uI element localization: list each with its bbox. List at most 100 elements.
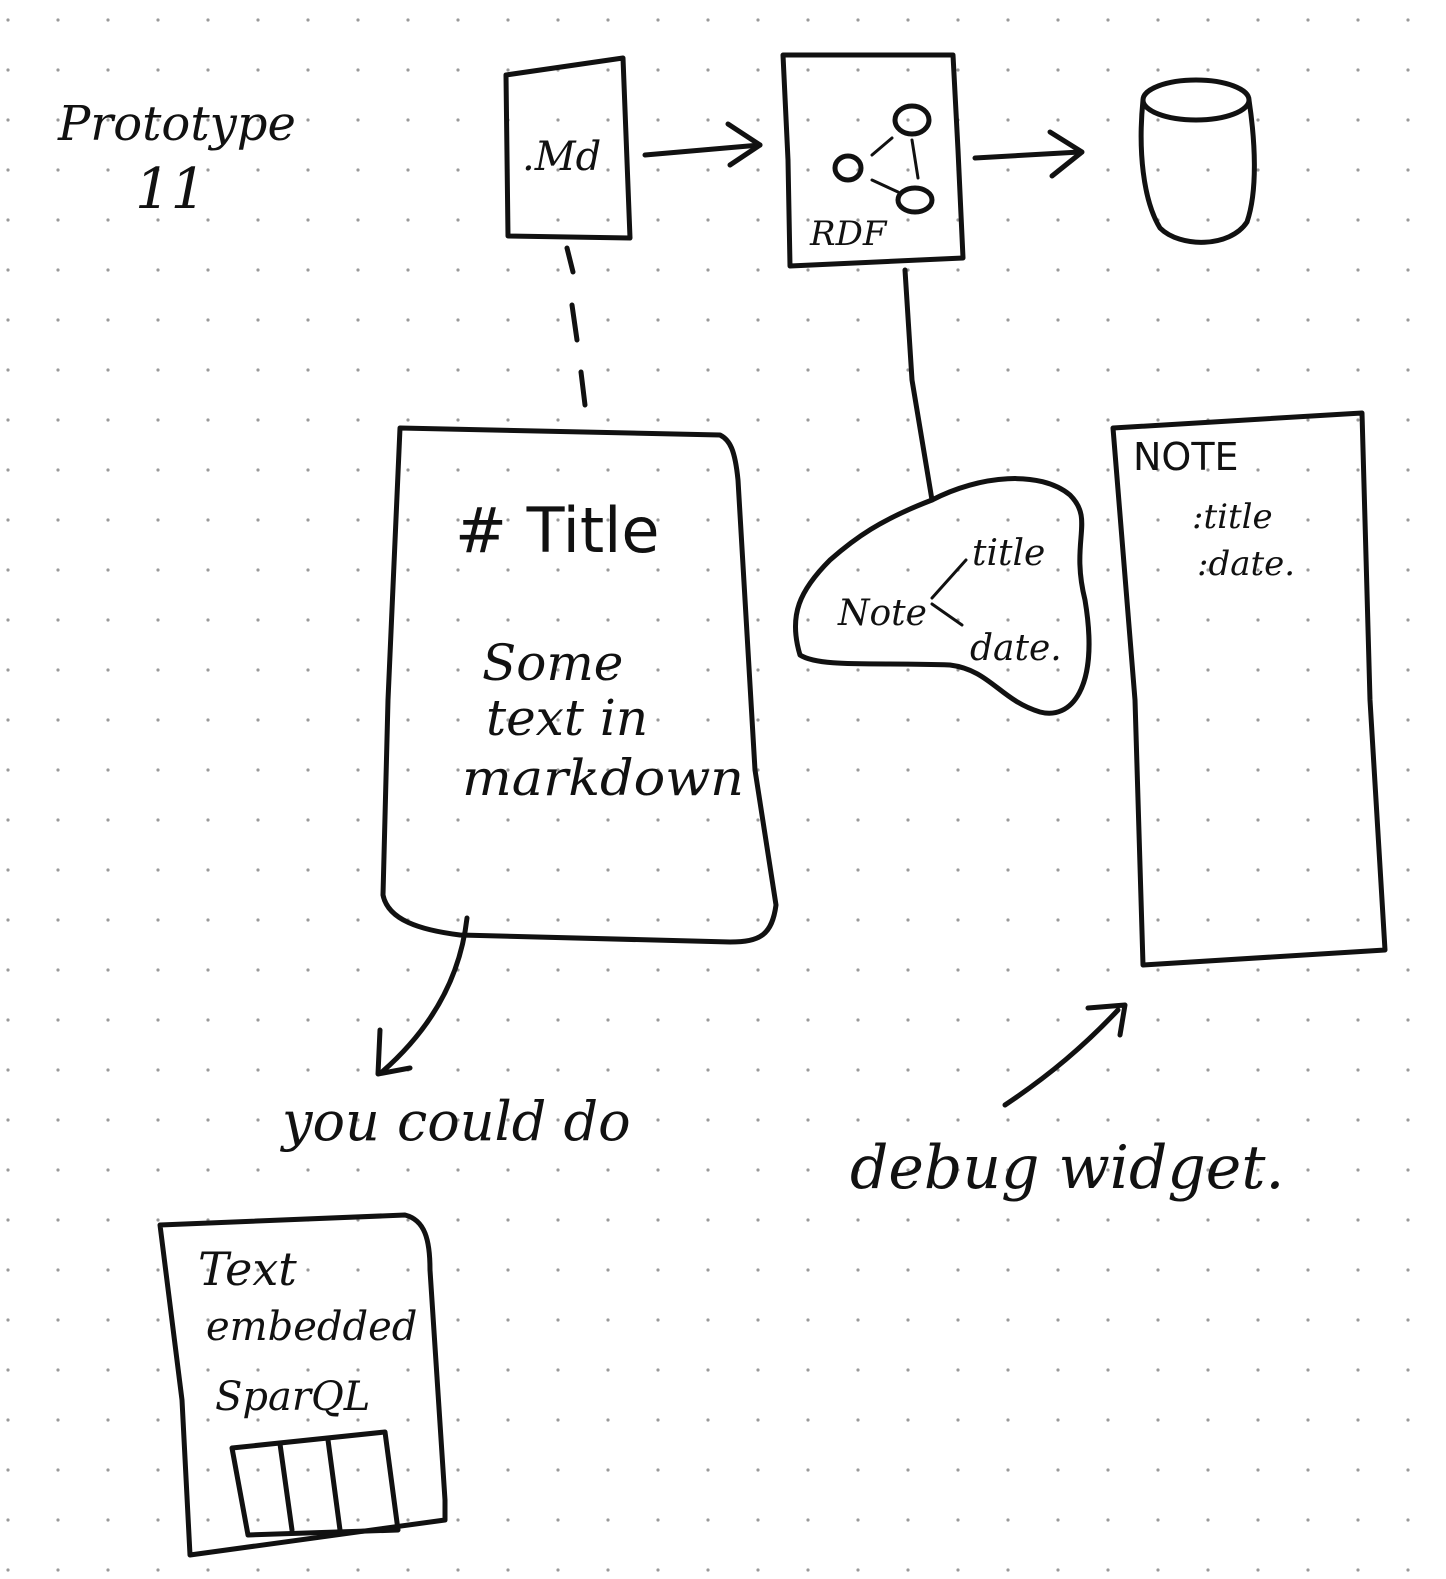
grid-dot xyxy=(56,618,60,622)
grid-dot xyxy=(256,668,260,672)
grid-dot xyxy=(1106,968,1110,972)
grid-dot xyxy=(6,768,10,772)
grid-dot xyxy=(556,218,560,222)
grid-dot xyxy=(256,968,260,972)
grid-dot xyxy=(706,718,710,722)
grid-dot xyxy=(906,468,910,472)
grid-dot xyxy=(856,818,860,822)
dashed-link-md-to-doc xyxy=(564,245,588,408)
grid-dot xyxy=(1006,1068,1010,1072)
grid-dot xyxy=(1006,1168,1010,1172)
grid-dot xyxy=(406,1418,410,1422)
grid-dot xyxy=(1006,18,1010,22)
grid-dot xyxy=(1156,1318,1160,1322)
grid-dot xyxy=(406,618,410,622)
grid-dot xyxy=(1256,768,1260,772)
grid-dot xyxy=(306,668,310,672)
grid-dot xyxy=(856,368,860,372)
grid-dot xyxy=(106,1468,110,1472)
grid-dot xyxy=(1356,18,1360,22)
grid-dot xyxy=(606,1368,610,1372)
grid-dot xyxy=(56,968,60,972)
grid-dot xyxy=(656,318,660,322)
grid-dot xyxy=(556,518,560,522)
grid-dot xyxy=(256,518,260,522)
grid-dot xyxy=(206,18,210,22)
grid-dot xyxy=(1206,768,1210,772)
grid-dot xyxy=(856,1418,860,1422)
grid-dot xyxy=(306,918,310,922)
grid-dot xyxy=(1306,468,1310,472)
grid-dot xyxy=(756,418,760,422)
grid-dot xyxy=(656,1168,660,1172)
grid-dot xyxy=(406,968,410,972)
grid-dot xyxy=(956,1468,960,1472)
grid-dot xyxy=(706,1268,710,1272)
grid-dot xyxy=(256,168,260,172)
grid-dot xyxy=(56,468,60,472)
arrow-rdf-to-database xyxy=(972,129,1085,179)
grid-dot xyxy=(906,168,910,172)
grid-dot xyxy=(706,368,710,372)
grid-dot xyxy=(606,1018,610,1022)
grid-dot xyxy=(906,668,910,672)
arrow-md-to-rdf xyxy=(642,121,763,168)
grid-dot xyxy=(1056,1318,1060,1322)
grid-dot xyxy=(556,1368,560,1372)
grid-dot xyxy=(806,1118,810,1122)
graph-icon xyxy=(832,103,935,215)
grid-dot xyxy=(806,1068,810,1072)
grid-dot xyxy=(906,718,910,722)
grid-dot xyxy=(406,1018,410,1022)
grid-dot xyxy=(656,1368,660,1372)
grid-dot xyxy=(206,568,210,572)
grid-dot xyxy=(206,168,210,172)
grid-dot xyxy=(406,1468,410,1472)
grid-dot xyxy=(1406,318,1410,322)
grid-dot xyxy=(656,1418,660,1422)
grid-dot xyxy=(406,1318,410,1322)
grid-dot xyxy=(856,118,860,122)
grid-dot xyxy=(1306,18,1310,22)
grid-dot xyxy=(106,18,110,22)
grid-dot xyxy=(656,468,660,472)
grid-dot xyxy=(1006,318,1010,322)
grid-dot xyxy=(1406,768,1410,772)
grid-dot xyxy=(206,218,210,222)
grid-dot xyxy=(1356,418,1360,422)
grid-dot xyxy=(1006,818,1010,822)
grid-dot xyxy=(1306,668,1310,672)
grid-dot xyxy=(56,1268,60,1272)
grid-dot xyxy=(306,218,310,222)
grid-dot xyxy=(1006,68,1010,72)
grid-dot xyxy=(256,568,260,572)
grid-dot xyxy=(1306,1018,1310,1022)
grid-dot xyxy=(106,1518,110,1522)
grid-dot xyxy=(1106,518,1110,522)
grid-dot xyxy=(106,1168,110,1172)
grid-dot xyxy=(256,268,260,272)
grid-dot xyxy=(506,18,510,22)
grid-dot xyxy=(106,318,110,322)
grid-dot xyxy=(56,918,60,922)
grid-dot xyxy=(456,668,460,672)
grid-dot xyxy=(1256,1118,1260,1122)
link-rdf-to-cloud xyxy=(902,267,935,503)
grid-dot xyxy=(506,1418,510,1422)
grid-dot xyxy=(606,1068,610,1072)
grid-dot xyxy=(556,918,560,922)
grid-dot xyxy=(906,1418,910,1422)
grid-dot xyxy=(206,1168,210,1172)
grid-dot xyxy=(556,1568,560,1572)
grid-dot xyxy=(1206,1168,1210,1172)
grid-dot xyxy=(756,568,760,572)
grid-dot xyxy=(806,368,810,372)
grid-dot xyxy=(556,768,560,772)
grid-dot xyxy=(1206,468,1210,472)
grid-dot xyxy=(606,818,610,822)
grid-dot xyxy=(856,468,860,472)
grid-dot xyxy=(1306,68,1310,72)
grid-dot xyxy=(906,818,910,822)
grid-dot xyxy=(1256,1018,1260,1022)
grid-dot xyxy=(956,1118,960,1122)
